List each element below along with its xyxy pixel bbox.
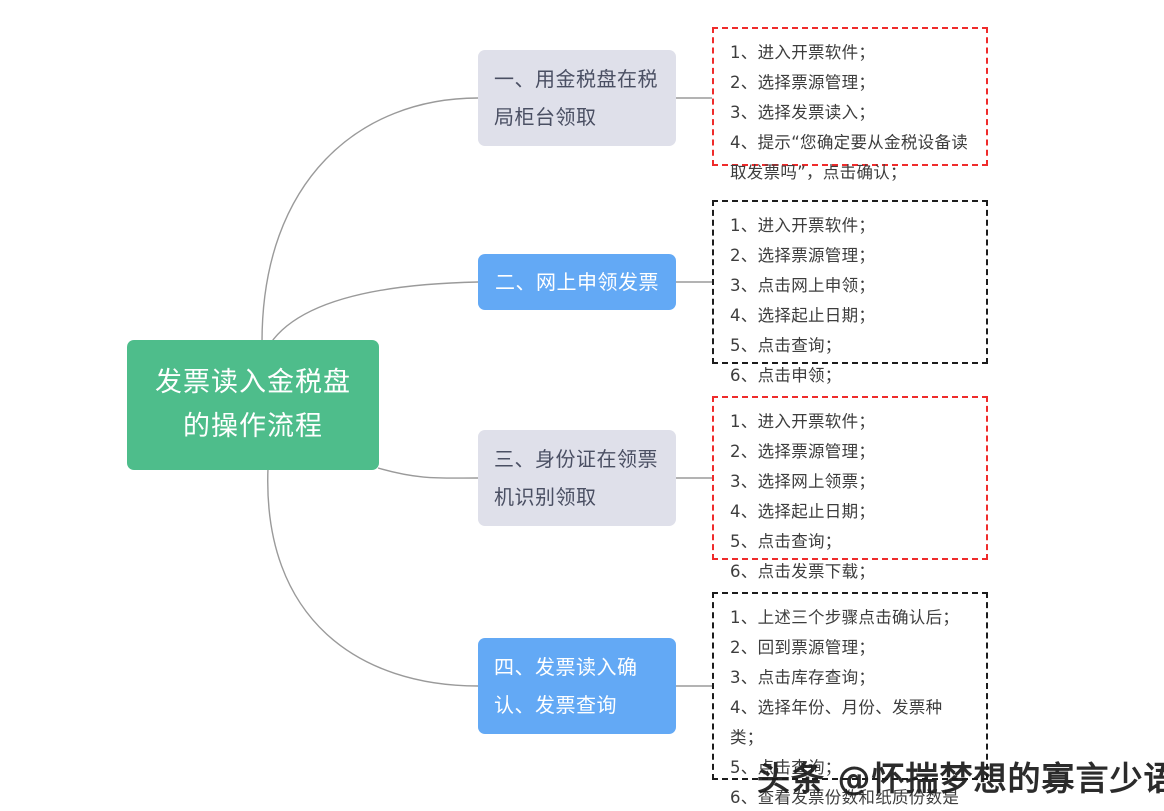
detail-box-1-steps: 1、进入开票软件； 2、选择票源管理； 3、选择发票读入； 4、提示“您确定要从… — [730, 43, 969, 182]
detail-box-4-steps: 1、上述三个步骤点击确认后； 2、回到票源管理； 3、点击库存查询； 4、选择年… — [730, 608, 960, 807]
branch-node-2[interactable]: 二、网上申领发票 — [478, 254, 676, 310]
detail-box-2: 1、进入开票软件； 2、选择票源管理； 3、点击网上申领； 4、选择起止日期； … — [712, 200, 988, 385]
root-node[interactable]: 发票读入金税盘 的操作流程 — [127, 340, 379, 470]
branch-node-4[interactable]: 四、发票读入确 认、发票查询 — [478, 638, 676, 734]
detail-box-3-steps: 1、进入开票软件； 2、选择票源管理； 3、选择网上领票； 4、选择起止日期； … — [730, 412, 876, 581]
branch-node-1-label: 一、用金税盘在税 局柜台领取 — [494, 67, 658, 129]
branch-node-4-label: 四、发票读入确 认、发票查询 — [494, 655, 638, 717]
branch-node-3[interactable]: 三、身份证在领票 机识别领取 — [478, 430, 676, 526]
detail-box-2-steps: 1、进入开票软件； 2、选择票源管理； 3、点击网上申领； 4、选择起止日期； … — [730, 216, 876, 385]
root-node-label: 发票读入金税盘 的操作流程 — [155, 367, 351, 442]
detail-box-1: 1、进入开票软件； 2、选择票源管理； 3、选择发票读入； 4、提示“您确定要从… — [712, 27, 988, 182]
branch-node-2-label: 二、网上申领发票 — [495, 270, 659, 294]
watermark-text: 头条 @怀揣梦想的寡言少语 — [757, 759, 1164, 798]
branch-node-1[interactable]: 一、用金税盘在税 局柜台领取 — [478, 50, 676, 146]
branch-node-3-label: 三、身份证在领票 机识别领取 — [494, 447, 658, 509]
detail-box-4: 1、上述三个步骤点击确认后； 2、回到票源管理； 3、点击库存查询； 4、选择年… — [712, 592, 988, 807]
detail-box-3: 1、进入开票软件； 2、选择票源管理； 3、选择网上领票； 4、选择起止日期； … — [712, 396, 988, 581]
